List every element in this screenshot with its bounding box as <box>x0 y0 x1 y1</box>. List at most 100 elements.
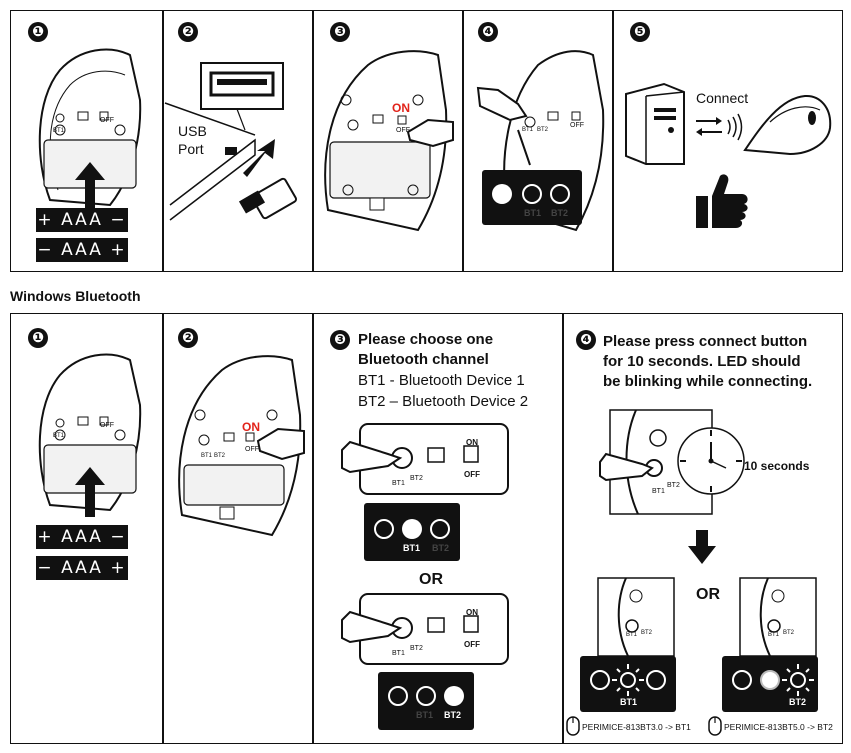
top-divider-4 <box>612 10 614 272</box>
bt1-led-bt1-label: BT1 <box>403 543 421 553</box>
blinking-bt1-led-indicators <box>590 664 666 696</box>
usb-port-illustration <box>164 62 297 221</box>
aaa-battery-bottom-1: + AAA − <box>36 525 128 549</box>
blinking-bt2-label: BT2 <box>789 697 807 707</box>
mouse-underside-battery-illustration <box>38 48 142 212</box>
top-step-3-number: ❸ <box>330 22 350 42</box>
connect-arrows-icon <box>696 113 743 141</box>
mouse-bt2-closeup <box>739 577 817 657</box>
connect-label: Connect <box>696 90 749 106</box>
aaa-battery-bottom-2: − AAA + <box>36 556 128 580</box>
battery-plus-icon: + <box>102 558 127 578</box>
on-label-top: ON <box>392 101 410 115</box>
battery-label: AAA <box>61 527 103 547</box>
device-name-bt2: PERIMICE-813BT5.0 -> BT2 <box>724 722 833 732</box>
on-label-bottom: ON <box>242 420 260 434</box>
pc-tower-icon <box>625 82 685 165</box>
closeup-bt1-text-b: BT1 <box>768 632 780 638</box>
bt2-led-indicators <box>388 686 464 706</box>
off-label-top-3: OFF <box>396 127 410 134</box>
bottom-instructions-frame <box>10 313 843 744</box>
mouse-underside-battery-illustration-2 <box>38 353 142 517</box>
bt1-led-bt2-label: BT2 <box>432 543 450 553</box>
top-step-5-number: ❺ <box>630 22 650 42</box>
bottom-bt2-label-2: BT2 <box>214 453 226 459</box>
top-step-2-number: ❷ <box>178 22 198 42</box>
top-led-bt2-label: BT2 <box>551 208 569 218</box>
battery-label: AAA <box>61 558 103 578</box>
top-bt2-label-4: BT2 <box>537 127 549 133</box>
step3-title-line2: Bluetooth channel <box>358 351 489 368</box>
bt2-button-closeup <box>341 593 509 665</box>
top-step-4-number: ❹ <box>478 22 498 42</box>
clock-icon <box>677 427 745 495</box>
thumbs-up-icon <box>696 174 748 228</box>
battery-plus-icon: + <box>37 527 62 547</box>
device-name-bt1: PERIMICE-813BT3.0 -> BT1 <box>582 722 691 732</box>
blinking-bt1-label: BT1 <box>620 697 638 707</box>
top-led-indicators <box>492 184 570 204</box>
bottom-step-1-number: ❶ <box>28 328 48 348</box>
bottom-bt1-label-2: BT1 <box>201 453 213 459</box>
closeup1-off-label: OFF <box>464 470 480 479</box>
closeup2-on-label: ON <box>466 608 478 617</box>
bt2-led-bt2-label: BT2 <box>444 710 462 720</box>
mouse-bt1-closeup <box>597 577 675 657</box>
off-label-bottom-2: OFF <box>245 446 259 453</box>
closeup1-bt1-label: BT1 <box>392 480 405 487</box>
step4-bt1-label: BT1 <box>652 488 665 495</box>
vertical-mouse-icon <box>743 94 832 156</box>
top-step-1-number: ❶ <box>28 22 48 42</box>
step4-title-line2: for 10 seconds. LED should <box>603 353 801 370</box>
bt2-led-bt1-label: BT1 <box>416 710 434 720</box>
bottom-step-2-number: ❷ <box>178 328 198 348</box>
bottom-off-label-1: OFF <box>100 422 114 429</box>
closeup-bt2-text-a: BT2 <box>641 630 653 636</box>
battery-minus-icon: − <box>37 240 62 260</box>
blinking-bt2-led-indicators <box>732 664 814 696</box>
bottom-bt1-label-1: BT1 <box>53 433 65 439</box>
top-divider-1 <box>162 10 164 272</box>
ten-seconds-label: 10 seconds <box>744 459 810 473</box>
section-title-windows-bluetooth: Windows Bluetooth <box>10 288 141 304</box>
aaa-battery-top-2: − AAA + <box>36 238 128 262</box>
or-label-step3: OR <box>419 571 443 588</box>
top-off-label-4: OFF <box>570 122 584 129</box>
top-divider-2 <box>312 10 314 272</box>
closeup2-bt2-label: BT2 <box>410 645 423 652</box>
closeup1-on-label: ON <box>466 438 478 447</box>
mouse-switch-on-illustration-2 <box>178 355 305 537</box>
step4-title-line3: be blinking while connecting. <box>603 373 813 390</box>
top-instructions-frame <box>10 10 843 272</box>
top-led-bt1-label: BT1 <box>524 208 542 218</box>
step3-title-line1: Please choose one <box>358 331 494 348</box>
bottom-divider-2 <box>312 313 314 744</box>
bottom-step-4-number: ❹ <box>576 330 596 350</box>
step4-title-line1: Please press connect button <box>603 333 808 350</box>
top-bt1-label-1: BT1 <box>53 128 65 134</box>
step3-bt1-description: BT1 - Bluetooth Device 1 <box>358 372 525 389</box>
battery-label: AAA <box>61 240 103 260</box>
top-divider-3 <box>462 10 464 272</box>
closeup2-bt1-label: BT1 <box>392 650 405 657</box>
battery-minus-icon: − <box>102 210 127 230</box>
bottom-step-3-number: ❸ <box>330 330 350 350</box>
mouse-outline-icon-bt1 <box>566 716 580 736</box>
closeup2-off-label: OFF <box>464 640 480 649</box>
battery-label: AAA <box>61 210 103 230</box>
or-label-step4: OR <box>696 586 720 603</box>
closeup-bt1-text-a: BT1 <box>626 632 638 638</box>
top-off-label-1: OFF <box>100 117 114 124</box>
mouse-outline-icon-bt2 <box>708 716 722 736</box>
battery-minus-icon: − <box>102 527 127 547</box>
battery-plus-icon: + <box>37 210 62 230</box>
mouse-switch-on-illustration <box>324 50 454 232</box>
closeup1-bt2-label: BT2 <box>410 475 423 482</box>
port-label: Port <box>178 141 204 157</box>
bottom-divider-1 <box>162 313 164 744</box>
down-arrow-icon <box>688 530 716 564</box>
bottom-divider-3 <box>562 313 564 744</box>
bt1-button-closeup <box>341 423 509 495</box>
usb-label: USB <box>178 123 207 139</box>
step4-bt2-label: BT2 <box>667 482 680 489</box>
